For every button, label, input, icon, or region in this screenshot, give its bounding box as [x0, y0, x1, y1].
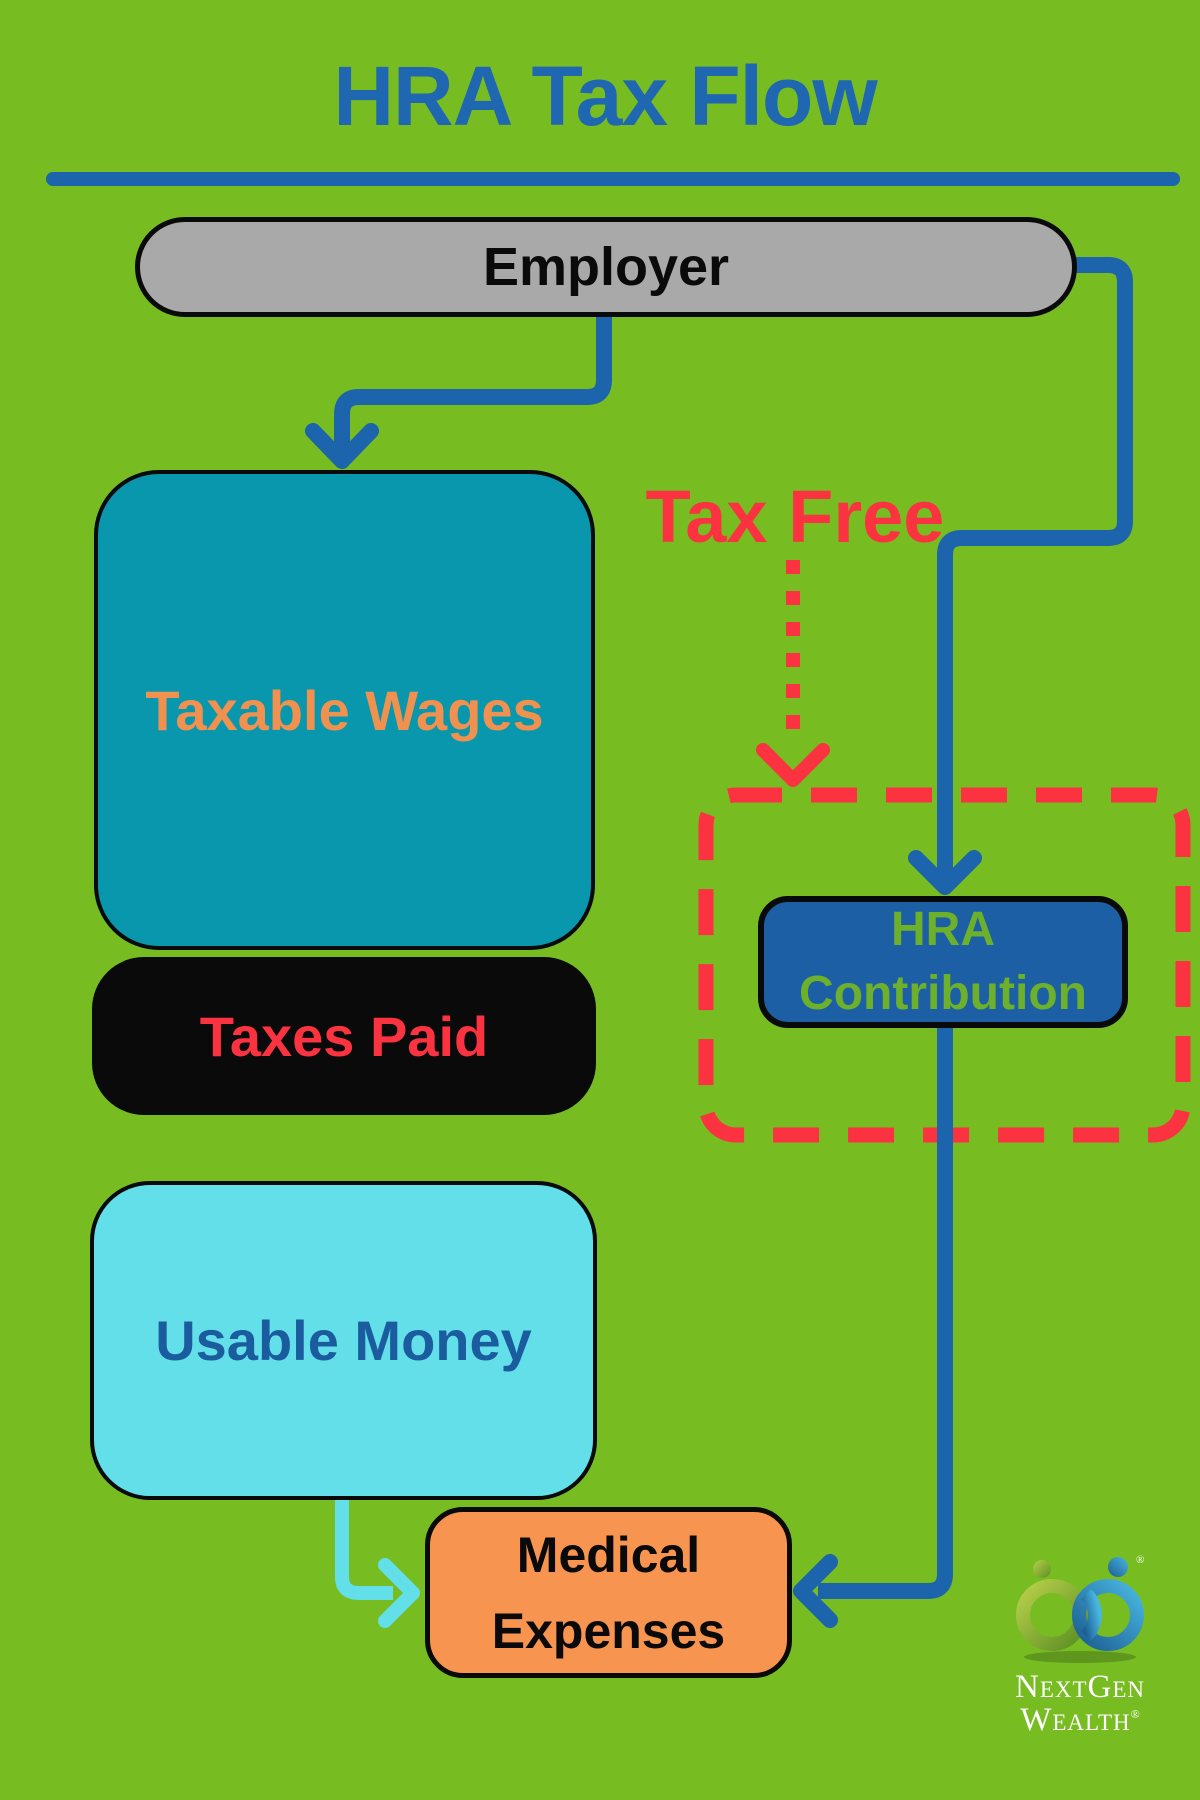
logo-text-line1: NextGen: [985, 1671, 1175, 1704]
tax-free-arrowhead-icon: [756, 743, 830, 787]
usable-money-to-medical-arrowhead-icon: [378, 1558, 420, 1628]
logo-name-wealth: Wealth: [1020, 1702, 1131, 1738]
taxable-wages-node: Taxable Wages: [94, 470, 595, 950]
title-underline: [46, 172, 1180, 186]
usable-money-label: Usable Money: [155, 1309, 532, 1372]
hra-contribution-label-line2: Contribution: [799, 967, 1087, 1020]
taxes-paid-label: Taxes Paid: [199, 1004, 489, 1068]
svg-text:®: ®: [1136, 1554, 1144, 1566]
employer-label: Employer: [482, 237, 730, 297]
registered-mark: ®: [1130, 1707, 1140, 1721]
nextgen-wealth-logo: ® NextGen Wealth®: [985, 1553, 1175, 1737]
employer-to-hra-arrowhead-icon: [908, 850, 982, 895]
taxable-wages-label: Taxable Wages: [145, 678, 544, 742]
page-title: HRA Tax Flow: [333, 49, 877, 143]
hra-to-medical-arrowhead-icon: [793, 1554, 838, 1628]
medical-expenses-node: Medical Expenses: [425, 1507, 792, 1678]
employer-to-taxable-wages-connector: [334, 314, 612, 452]
taxes-paid-node: Taxes Paid: [92, 957, 596, 1115]
usable-money-to-medical-connector: [335, 1498, 393, 1600]
employer-to-taxable-wages-arrowhead-icon: [305, 423, 379, 469]
logo-name-nextgen: NextGen: [1014, 1669, 1146, 1705]
hra-contribution-node: HRA Contribution: [758, 896, 1128, 1028]
usable-money-node: Usable Money: [90, 1181, 597, 1500]
logo-text-line2: Wealth®: [985, 1704, 1175, 1737]
medical-expenses-label-line1: Medical: [516, 1526, 701, 1583]
medical-expenses-label-line2: Expenses: [491, 1602, 726, 1659]
tax-free-annotation: Tax Free: [645, 475, 945, 558]
infinity-logo-icon: ®: [1016, 1554, 1144, 1663]
employer-to-hra-connector: [937, 257, 1133, 876]
hra-contribution-label-line1: HRA: [891, 903, 995, 956]
hra-to-medical-connector: [818, 1026, 953, 1599]
employer-node: Employer: [135, 217, 1077, 317]
